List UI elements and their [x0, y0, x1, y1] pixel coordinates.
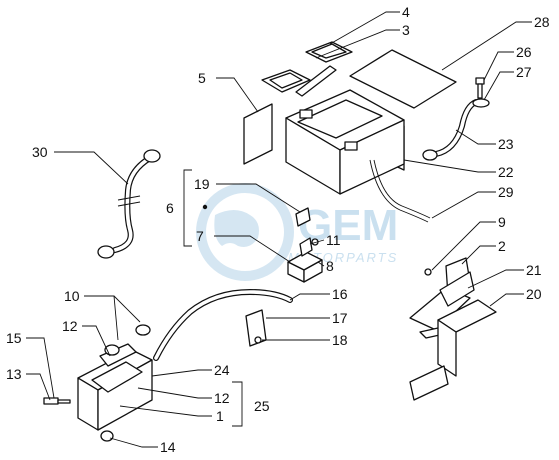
callout-21: 21: [526, 262, 542, 278]
callout-4: 4: [402, 4, 410, 20]
label-sheet-part: [243, 103, 273, 165]
group-bracket-25: [232, 381, 243, 427]
callout-10: 10: [64, 288, 80, 304]
callout-20: 20: [526, 286, 542, 302]
screw-13-part: [43, 397, 71, 405]
grommet-14-part: [100, 430, 114, 442]
starter-relay-housing-part: [77, 324, 153, 431]
battery-cable-30-part: [97, 149, 161, 259]
callout-3: 3: [402, 22, 410, 38]
callout-7: 7: [196, 228, 204, 244]
callout-24: 24: [214, 362, 230, 378]
callout-19: 19: [194, 176, 210, 192]
bracket-20-part: [409, 299, 497, 401]
callout-14: 14: [160, 439, 176, 455]
callout-15: 15: [6, 330, 22, 346]
callout-25: 25: [254, 398, 270, 414]
relay-part: [287, 207, 323, 283]
callout-12-bottom: 12: [214, 390, 230, 406]
watermark: GEM MOTORPARTS: [196, 183, 398, 281]
callout-28: 28: [534, 14, 550, 30]
callout-22: 22: [498, 164, 514, 180]
watermark-globe-icon: [196, 183, 294, 281]
battery-strap-part: [261, 41, 353, 97]
wire-16-part: [153, 288, 293, 361]
callout-27: 27: [516, 64, 532, 80]
battery-cable-23-part: [422, 99, 479, 161]
callout-16: 16: [332, 286, 348, 302]
battery-pad-part: [349, 49, 457, 109]
leader-lines: [26, 11, 532, 448]
callout-30: 30: [32, 144, 48, 160]
group-bracket-6-dot: [202, 204, 208, 210]
callout-2: 2: [498, 238, 506, 254]
watermark-continent-shape: [214, 210, 259, 247]
callout-29: 29: [498, 184, 514, 200]
callout-11: 11: [326, 232, 341, 248]
callout-13: 13: [6, 366, 22, 382]
callout-26: 26: [516, 44, 532, 60]
battery-part: [285, 89, 405, 195]
callout-labels: 4 3 28 26 27 5 30 23 22 29 19 6 7 11 8 9…: [6, 4, 550, 455]
callout-17: 17: [332, 310, 348, 326]
callout-8: 8: [326, 258, 334, 274]
callout-12-top: 12: [62, 318, 78, 334]
callout-18: 18: [332, 332, 348, 348]
callout-9: 9: [498, 214, 506, 230]
group-bracket-6: [183, 169, 192, 247]
callout-23: 23: [498, 136, 514, 152]
callout-1: 1: [216, 408, 224, 424]
callout-6: 6: [166, 200, 174, 216]
callout-5: 5: [198, 70, 206, 86]
wire-29-part: [369, 159, 429, 223]
screw-26-part: [472, 77, 490, 108]
fuse-holder-part: [409, 257, 475, 339]
